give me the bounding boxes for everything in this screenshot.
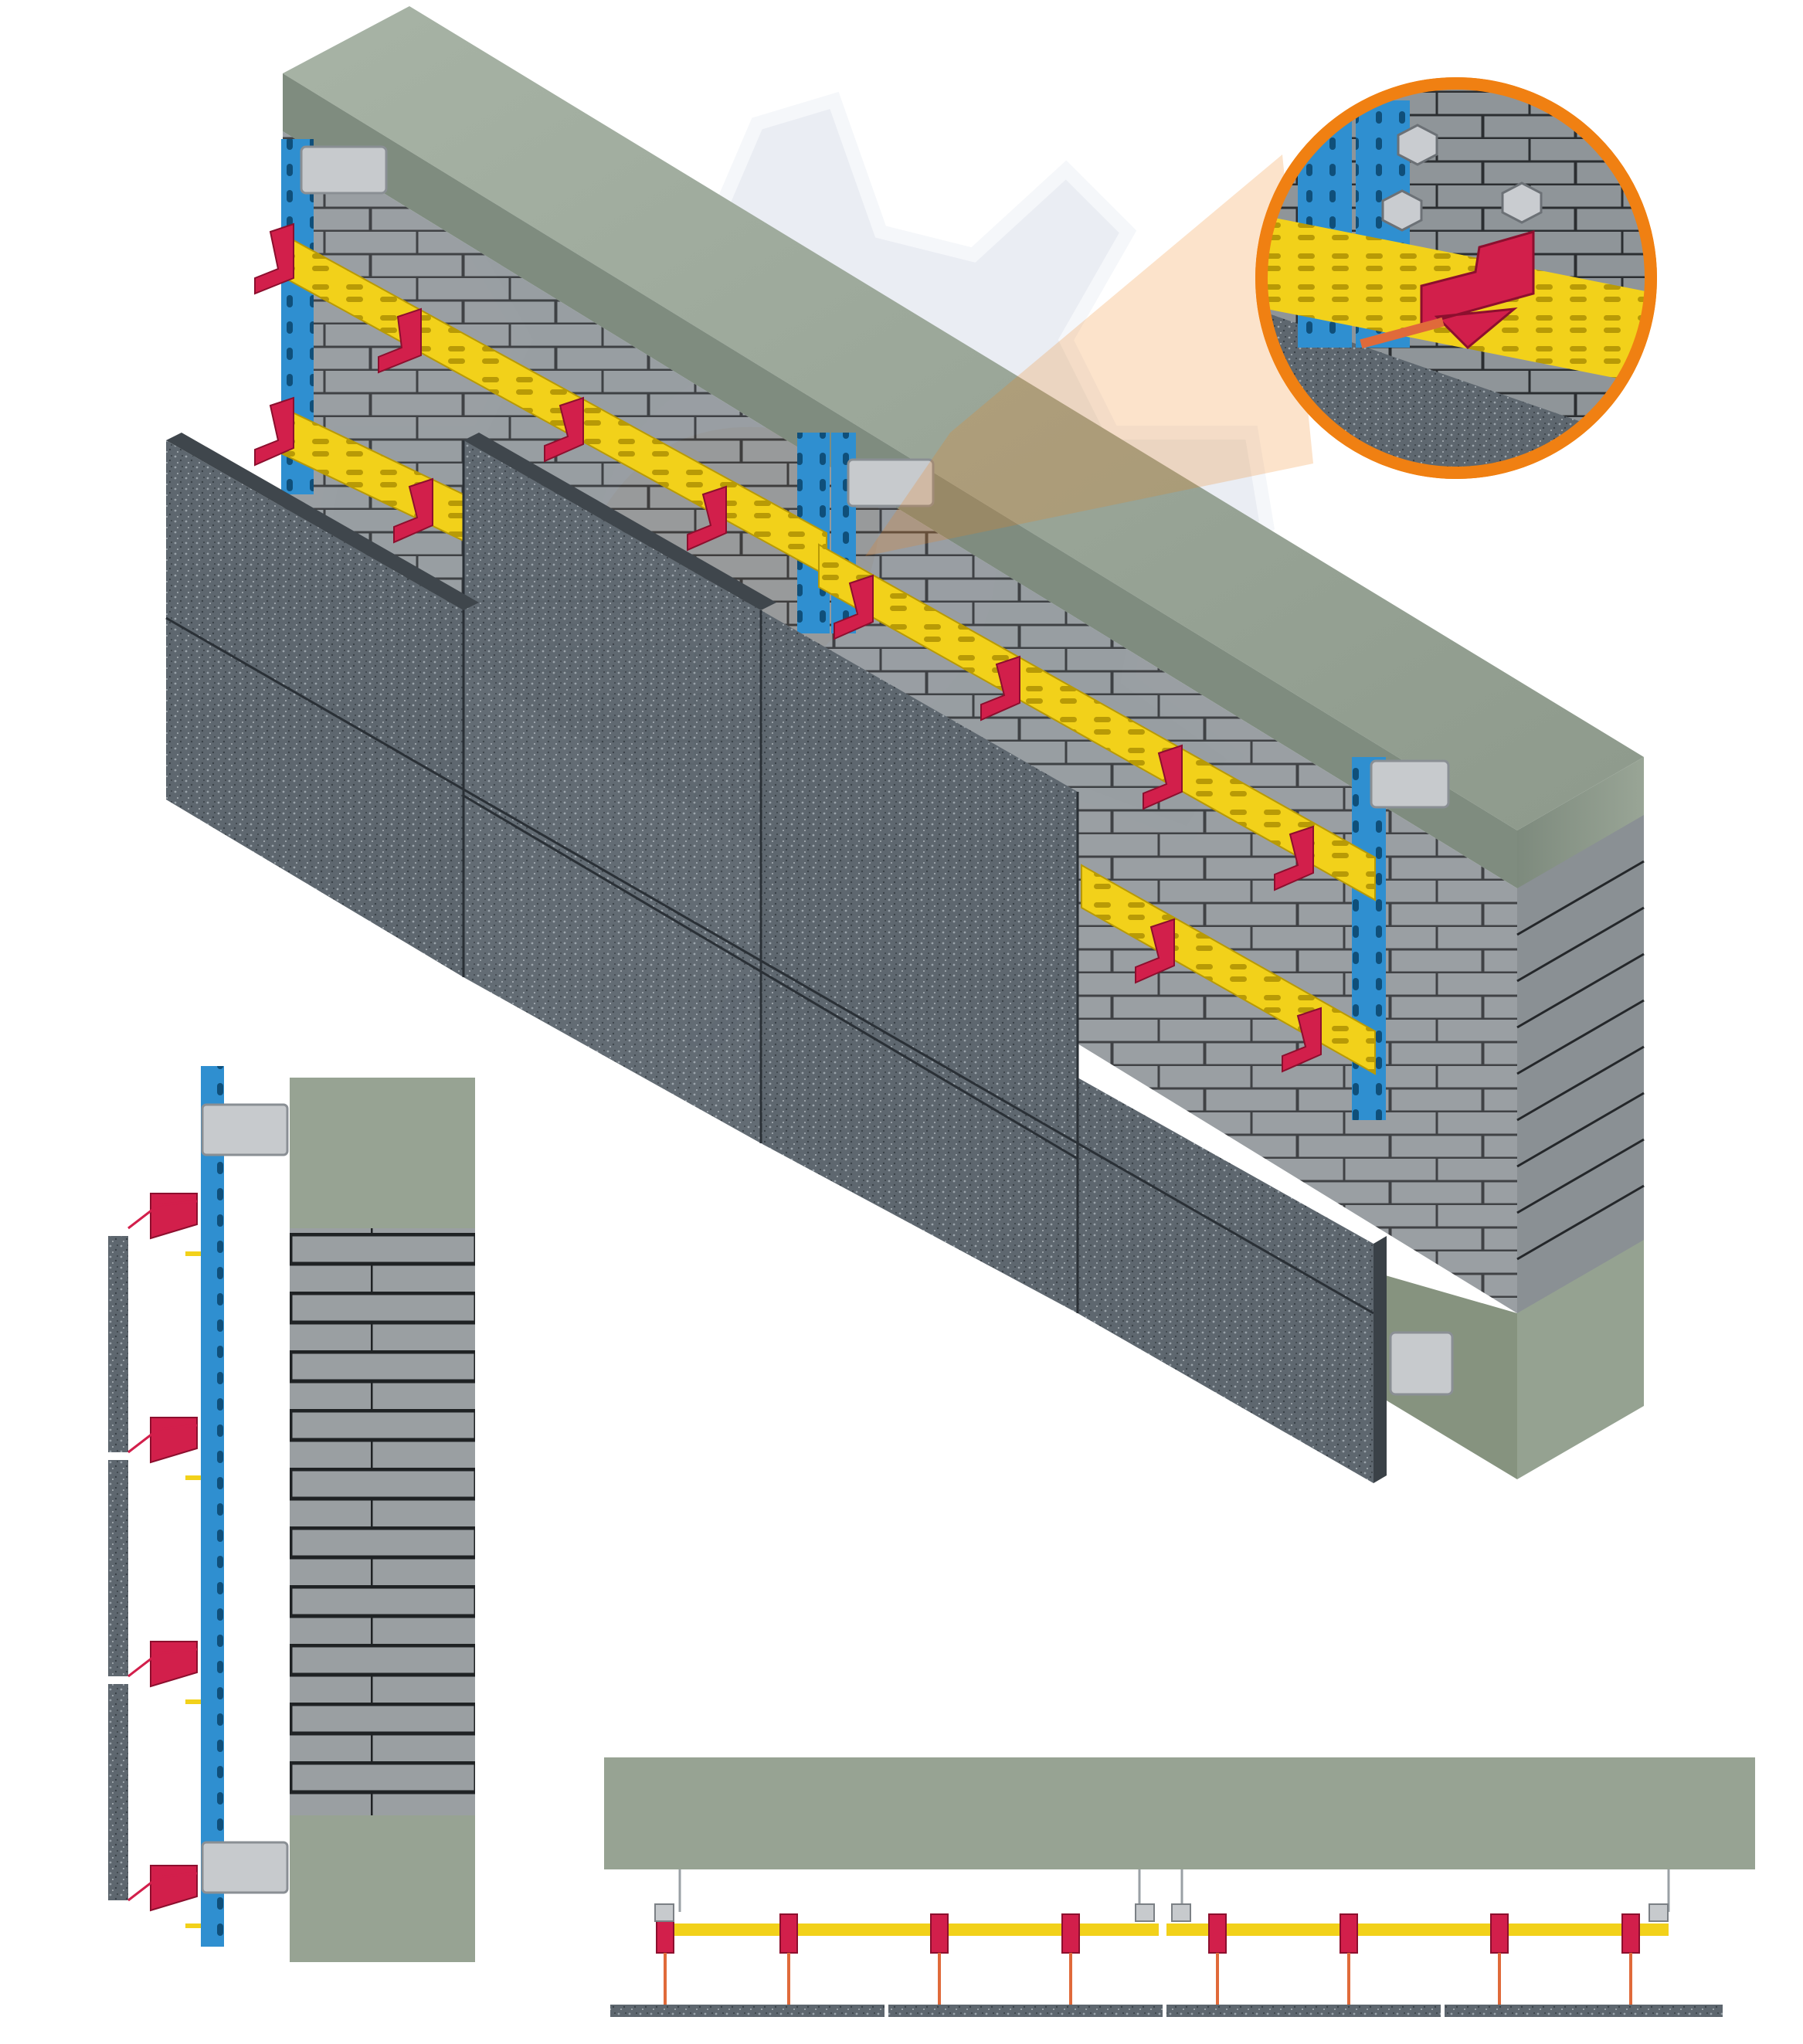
brick-end-joints <box>1516 860 1645 1261</box>
horizontal-plan-view <box>604 1757 1755 2017</box>
section-pins <box>185 1251 201 1928</box>
clamp-hook <box>834 574 874 640</box>
panel-joints <box>165 440 1374 1315</box>
clamp-hook <box>1282 1007 1322 1073</box>
clamp-hook <box>1135 918 1175 984</box>
granite-panel <box>761 610 1078 1313</box>
granite-cladding <box>165 433 1387 1483</box>
plan-brackets <box>654 1903 1669 1922</box>
plan-horizontal-profile <box>664 1923 1159 1936</box>
clamp-hook <box>980 655 1020 722</box>
clamp-hook <box>378 307 422 374</box>
section-vertical-profile <box>201 1066 224 1947</box>
callout-bolts <box>1381 124 1543 232</box>
wall-bracket <box>1370 759 1450 809</box>
section-concrete-top <box>290 1078 475 1228</box>
section-clamps <box>150 1193 198 1912</box>
wall-bracket <box>847 458 935 508</box>
granite-edge <box>1373 1236 1387 1483</box>
concrete-slab-top <box>283 6 1644 830</box>
clamp-hook <box>687 485 727 552</box>
clamp-hook <box>544 396 584 463</box>
granite-panel <box>166 440 463 977</box>
plan-concrete-wall <box>604 1757 1755 1869</box>
section-brackets <box>201 1103 289 1894</box>
plan-pins <box>664 1953 1632 2005</box>
vertical-section-view <box>108 1066 475 1962</box>
granite-panel <box>1078 1078 1373 1483</box>
wall-bracket <box>1389 1331 1454 1396</box>
section-clamp-tails <box>127 1200 198 1902</box>
facade-isometric-view <box>165 6 1645 1483</box>
plan-horizontal-profile <box>1166 1923 1669 1936</box>
clamp-hook <box>254 222 294 295</box>
clamp-hook <box>1143 744 1183 810</box>
clamp-hook <box>254 396 294 467</box>
section-concrete-bottom <box>290 1815 475 1962</box>
wall-bracket <box>300 145 388 195</box>
wall-brackets <box>300 145 1454 1396</box>
granite-panel <box>463 440 761 1143</box>
granite-edge <box>463 433 776 610</box>
cladding-clamps <box>254 222 1322 1073</box>
section-brick <box>290 1228 475 1815</box>
granite-edge <box>166 433 479 610</box>
horizontal-profile <box>818 543 1376 901</box>
concrete-lower-end <box>1517 1240 1644 1479</box>
clamp-hook <box>1274 825 1314 891</box>
plan-granite-panels <box>610 2005 1723 2017</box>
brick-wall-end <box>1517 815 1644 1325</box>
fixing-detail-callout <box>865 77 1657 556</box>
callout-pin <box>1360 317 1445 349</box>
section-granite-panels <box>108 1236 128 1900</box>
clamp-hook <box>393 477 433 544</box>
callout-beam <box>865 154 1313 556</box>
